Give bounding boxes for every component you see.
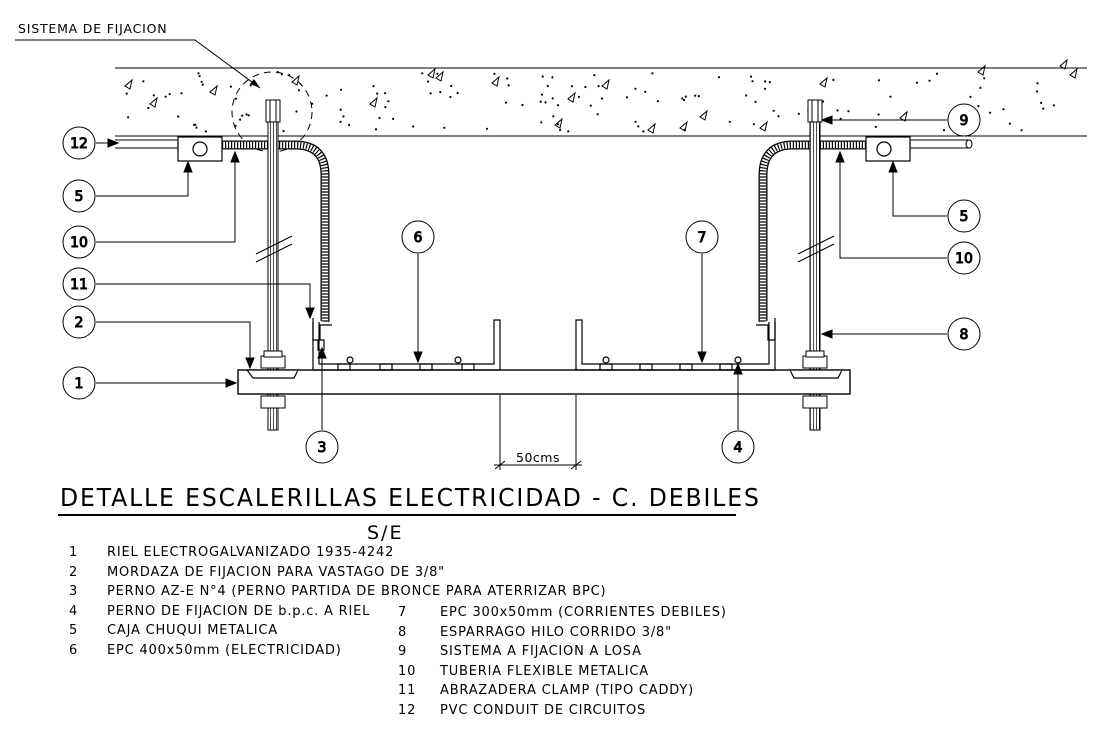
callout-10: 10 — [835, 150, 981, 275]
callout-7: 7 — [685, 220, 719, 364]
concrete-slab — [115, 58, 1087, 137]
header-label: SISTEMA DE FIJACION — [18, 21, 167, 36]
callout-number: 6 — [414, 230, 423, 246]
callout-5: 5 — [888, 160, 981, 233]
callout-number: 2 — [75, 315, 84, 331]
callout-number: 5 — [960, 209, 969, 225]
callout-1: 1 — [62, 366, 238, 400]
callout-6: 6 — [401, 220, 435, 364]
threaded-rod-right — [797, 99, 835, 431]
callout-number: 1 — [75, 376, 84, 392]
drawing-scale: S/E — [367, 522, 404, 544]
junction-box-right — [865, 136, 911, 162]
callout-number: 3 — [318, 440, 327, 456]
callout-number: 9 — [960, 113, 969, 129]
title-underline — [58, 514, 736, 516]
callout-number: 12 — [70, 136, 88, 152]
callout-12: 12 — [62, 126, 120, 160]
callout-number: 7 — [698, 230, 707, 246]
cable-tray-400 — [312, 319, 501, 371]
dimension-label: 50cms — [516, 450, 560, 465]
header-leader — [15, 39, 261, 89]
callout-number: 5 — [75, 189, 84, 205]
junction-box-left — [177, 136, 223, 162]
callout-number: 10 — [70, 235, 88, 251]
strut-channel — [237, 350, 851, 409]
callout-number: 8 — [960, 327, 969, 343]
dimension-50cms — [494, 395, 582, 470]
cable-tray-300 — [575, 319, 776, 371]
callout-2: 2 — [62, 305, 255, 370]
callout-number: 11 — [70, 277, 88, 293]
threaded-rod-left — [255, 99, 293, 431]
pvc-conduit-right — [910, 139, 973, 149]
pvc-conduit-left — [115, 139, 178, 149]
callout-11: 11 — [62, 267, 315, 320]
callout-8: 8 — [820, 317, 981, 351]
callout-4: 4 — [721, 362, 755, 464]
drawing-title: DETALLE ESCALERILLAS ELECTRICIDAD - C. D… — [60, 483, 761, 512]
callout-3: 3 — [305, 346, 339, 464]
caddy-clamp-left — [312, 318, 332, 351]
cable-tray-detail-drawing: SISTEMA DE FIJACION — [15, 21, 1087, 470]
callout-9: 9 — [820, 103, 981, 137]
callout-number: 4 — [734, 440, 743, 456]
callout-5: 5 — [62, 160, 193, 213]
callout-10: 10 — [62, 150, 240, 259]
callout-number: 10 — [955, 251, 973, 267]
